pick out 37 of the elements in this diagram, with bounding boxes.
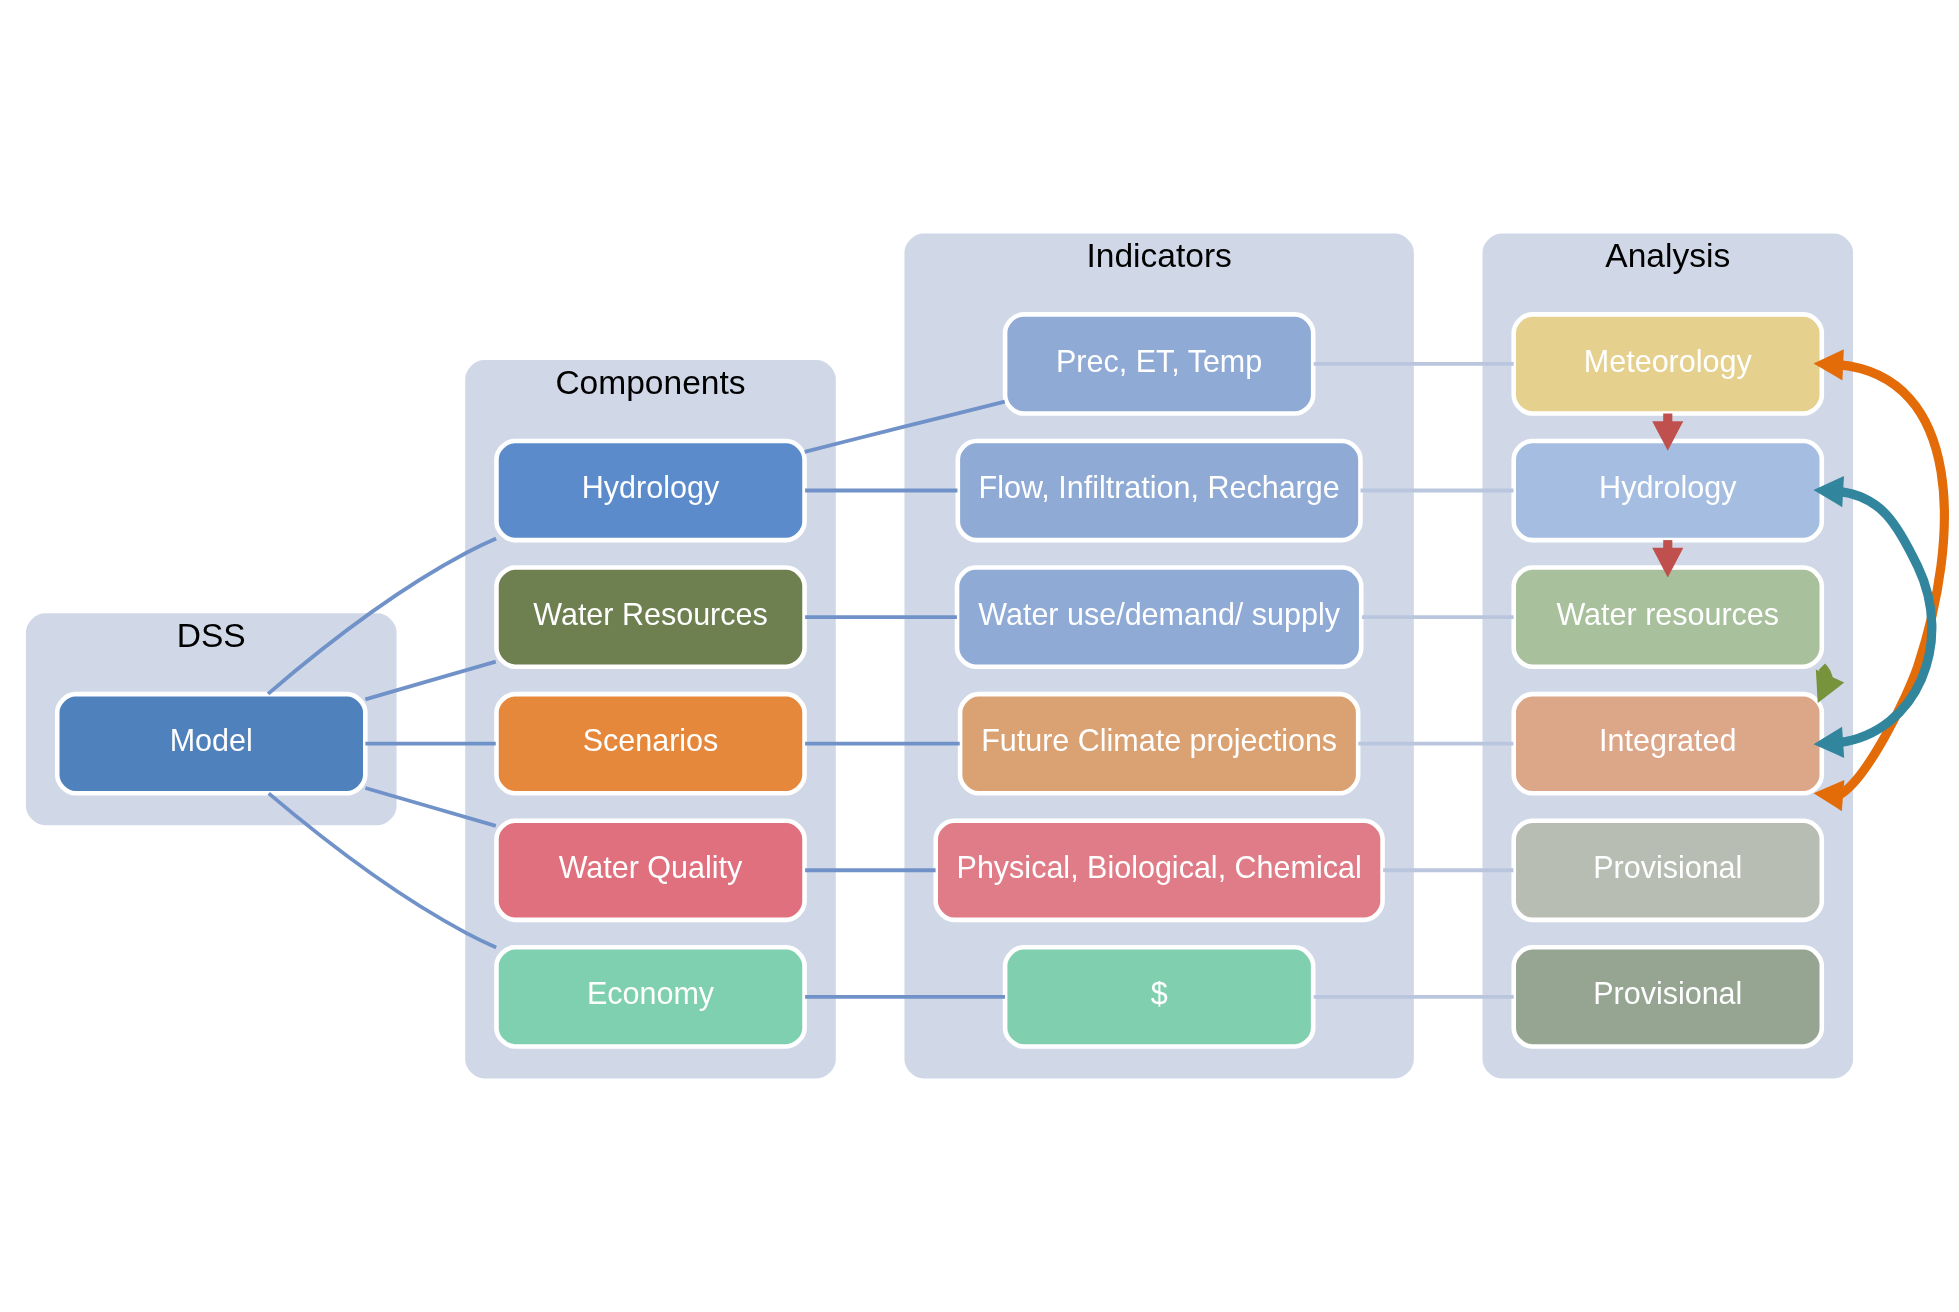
node-box: Meteorology (1511, 312, 1825, 416)
arrow (1813, 476, 1937, 758)
node-box: Water resources (1511, 565, 1825, 669)
connector (1313, 994, 1514, 999)
node-box: Integrated (1511, 691, 1825, 796)
arrow (1813, 349, 1949, 812)
node-box: Flow, Infiltration, Recharge (955, 438, 1363, 543)
node-box: Provisional (1511, 818, 1825, 923)
connector (267, 791, 497, 950)
connector (805, 741, 960, 746)
node-box: $ (1002, 945, 1316, 1049)
connector (1313, 362, 1514, 366)
connector (364, 786, 497, 828)
node-box: Model (54, 691, 368, 796)
node-box: Scenarios (494, 691, 807, 796)
node-box: Physical, Biological, Chemical (933, 818, 1385, 923)
node-box: Hydrology (494, 438, 807, 543)
connector (266, 536, 497, 696)
connector (364, 659, 497, 702)
node-box: Provisional (1511, 945, 1825, 1049)
node-box: Economy (494, 945, 807, 1049)
connector (1361, 615, 1514, 619)
connector (805, 868, 936, 873)
node-box: Water Quality (494, 818, 807, 923)
connector (1358, 741, 1514, 746)
node-box: Water Resources (494, 565, 807, 669)
connector (805, 488, 958, 493)
node-box: Future Climate projections (957, 691, 1361, 796)
connector (805, 994, 1006, 999)
connector (1383, 868, 1514, 873)
node-box: Hydrology (1511, 438, 1825, 543)
connector (365, 741, 496, 746)
node-box: Prec, ET, Temp (1002, 312, 1316, 416)
node-box: Water use/demand/ supply (954, 565, 1364, 669)
connector (804, 399, 1006, 454)
connector (805, 615, 957, 619)
connector (1360, 488, 1514, 493)
